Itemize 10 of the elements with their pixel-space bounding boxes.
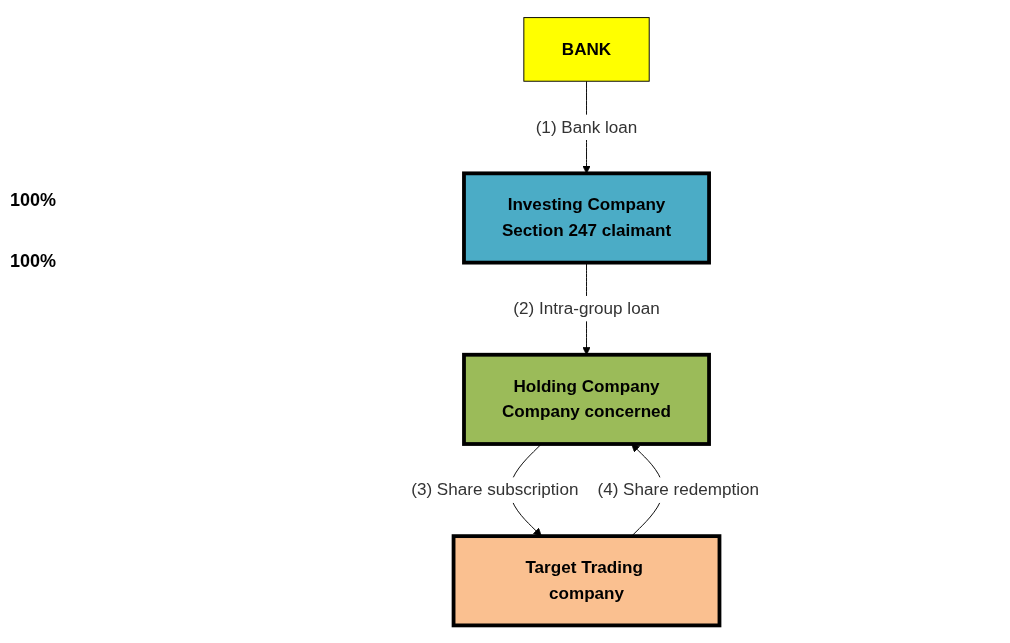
node-box: BANK	[523, 17, 650, 82]
node-box: Holding Company Company concerned	[462, 352, 711, 446]
edge-label: (1) Bank loan	[535, 117, 638, 137]
edge-label: (4) Share redemption	[597, 480, 759, 500]
edge-label: (3) Share subscription	[411, 480, 579, 500]
edge-label: (2) Intra-group loan	[513, 298, 660, 318]
node-box: Target Trading company	[451, 534, 722, 628]
percentage-label: 100%	[10, 251, 58, 272]
percentage-label: 100%	[10, 190, 58, 211]
node-box: Investing Company Section 247 claimant	[462, 171, 711, 265]
